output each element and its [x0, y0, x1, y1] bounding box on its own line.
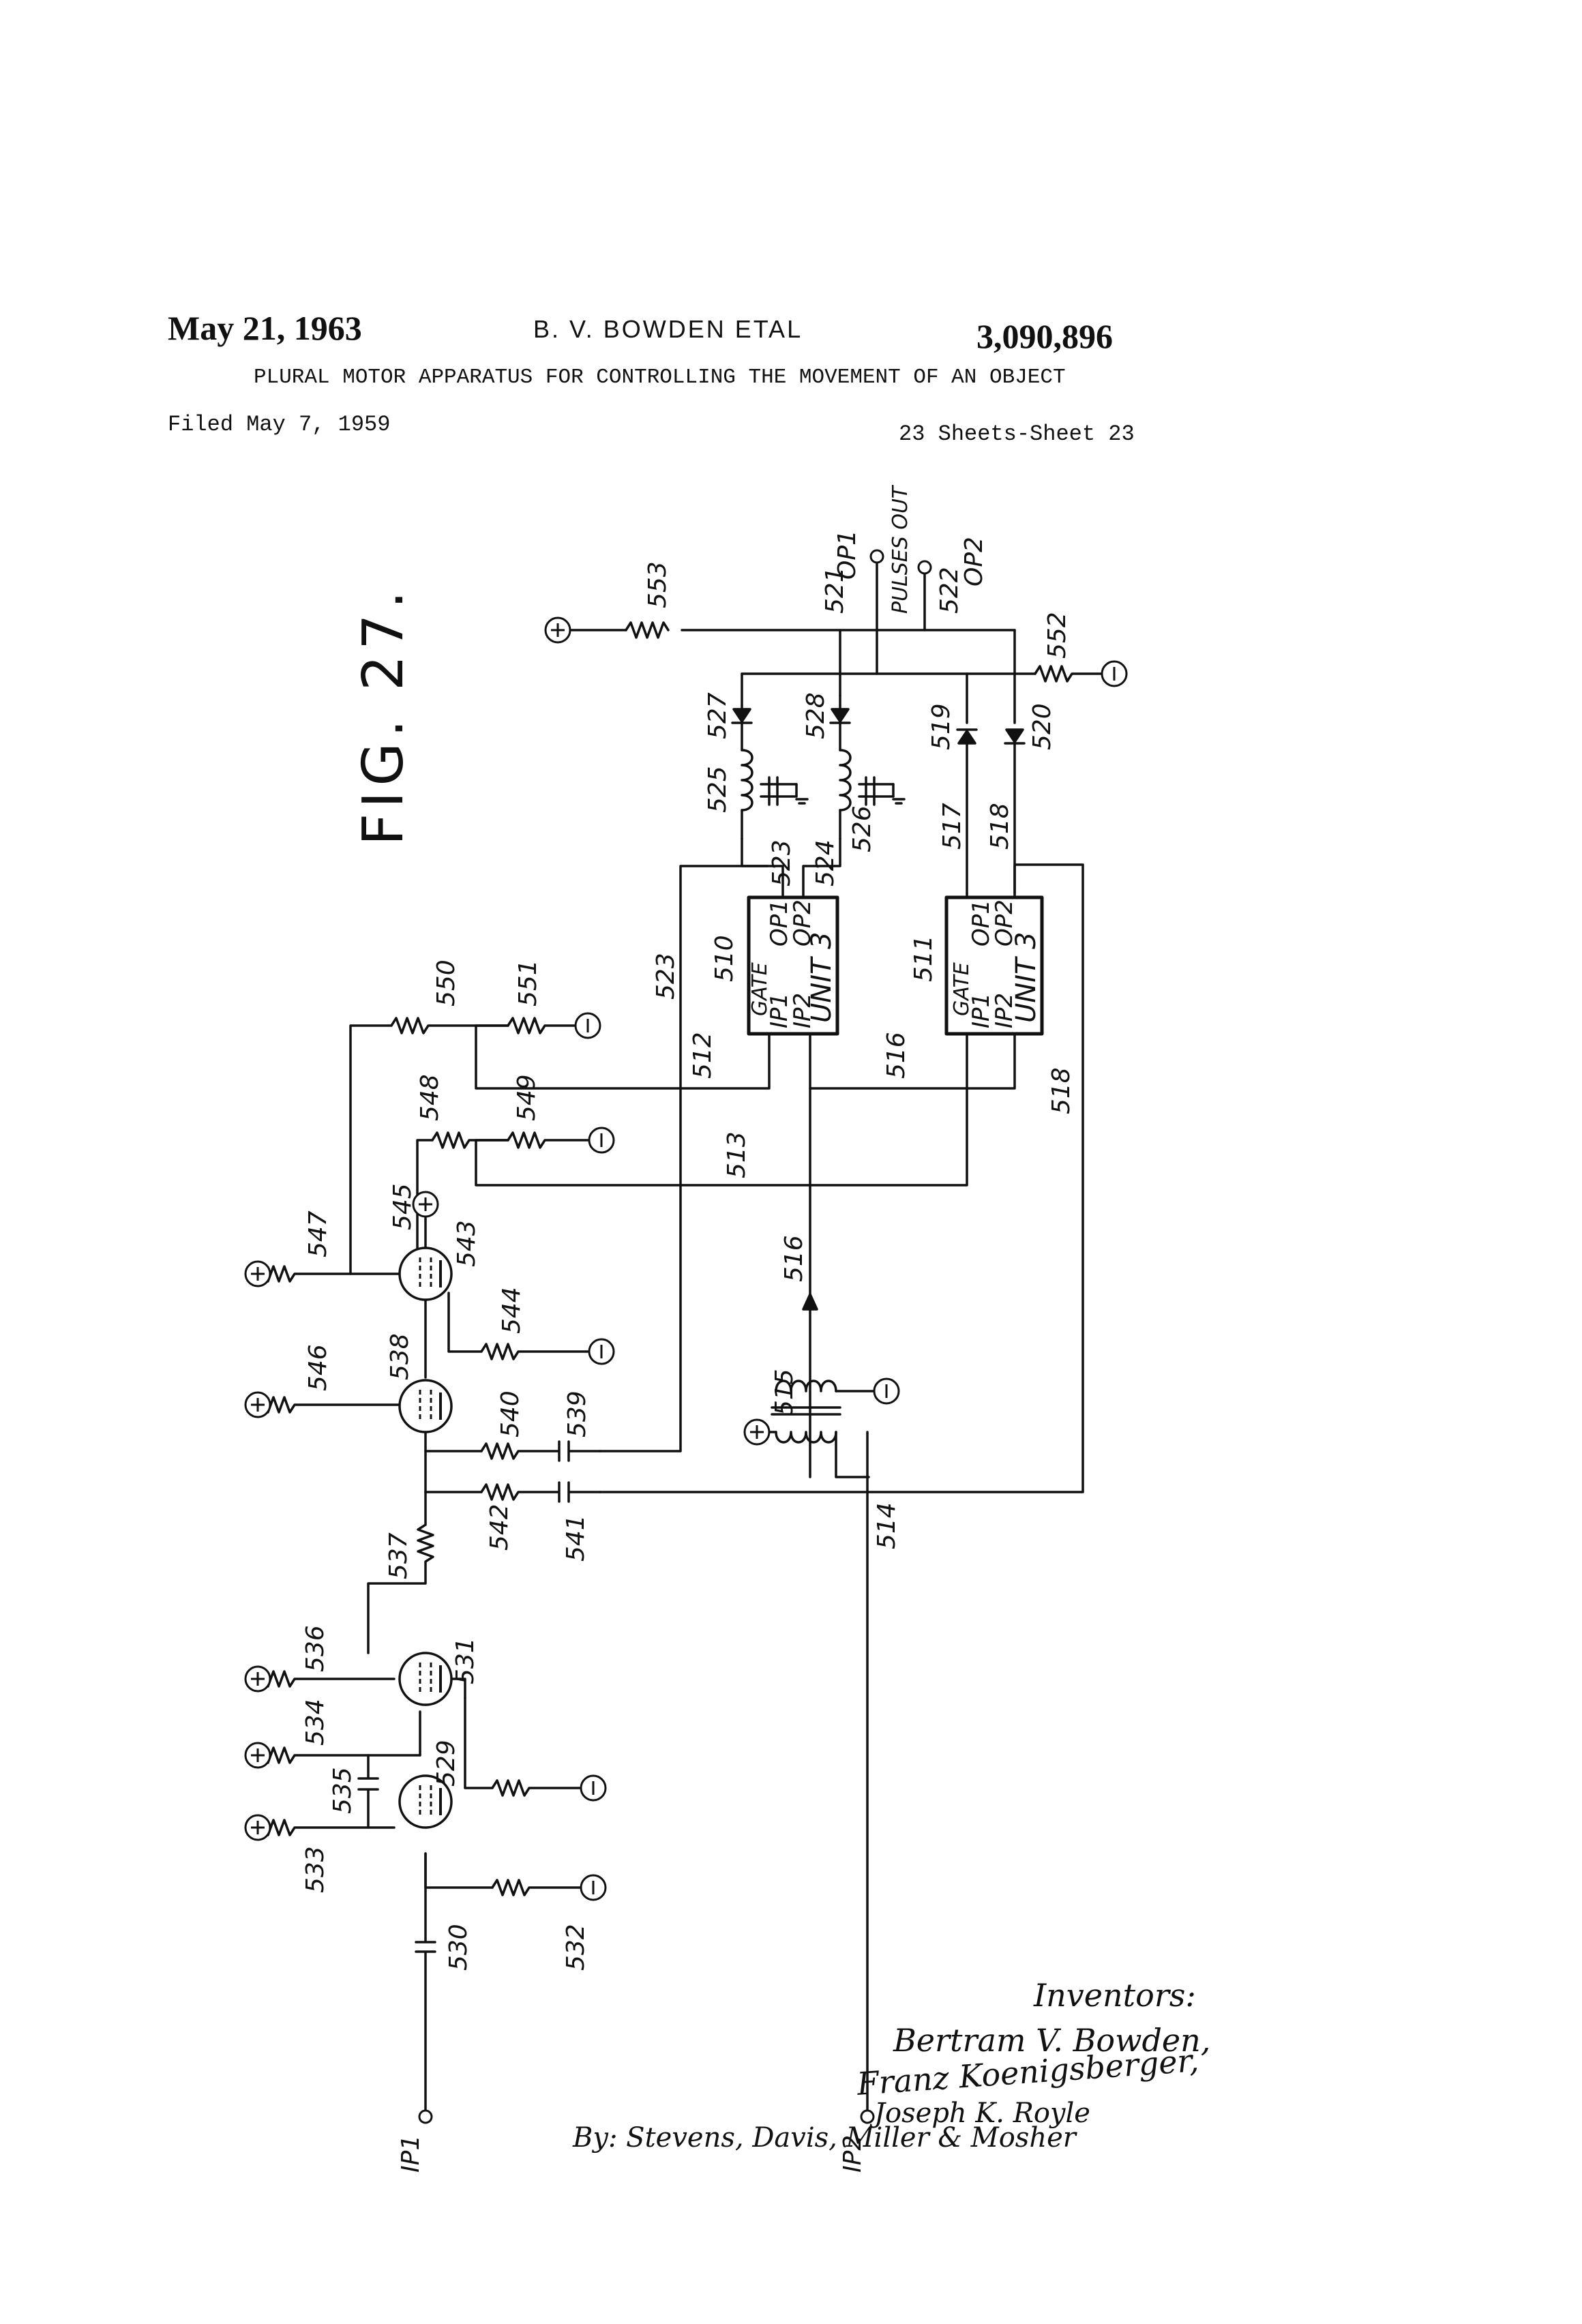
ref-517: 517 [938, 803, 966, 850]
ref-516-a: 516 [882, 1032, 910, 1079]
ref-542: 542 [486, 1504, 513, 1551]
ref-527: 527 [704, 692, 732, 739]
ref-531: 531 [451, 1637, 479, 1684]
ref-552: 552 [1043, 612, 1071, 659]
terminal-op2: OP2 [960, 537, 988, 586]
unit-top-ip2: IP2 [789, 993, 816, 1028]
ref-513: 513 [723, 1131, 751, 1178]
ref-533: 533 [301, 1846, 329, 1893]
unit-labels: UNIT 3 GATE IP1 IP2 OP1 OP2 UNIT 3 GATE … [748, 899, 1042, 1028]
inventors-heading: Inventors: [1033, 1977, 1196, 2014]
ref-520: 520 [1028, 703, 1056, 750]
attorneys: By: Stevens, Davis, Miller & Mosher [572, 2122, 1078, 2154]
ref-510: 510 [711, 935, 738, 982]
ref-548: 548 [416, 1074, 444, 1121]
ref-540: 540 [496, 1390, 524, 1437]
ref-526: 526 [848, 805, 876, 852]
ref-549: 549 [513, 1074, 541, 1121]
ref-536: 536 [301, 1625, 329, 1672]
pulses-out-label: PULSES OUT [889, 484, 912, 614]
ref-534: 534 [301, 1699, 329, 1746]
ref-518-a: 518 [986, 803, 1014, 850]
ref-515: 515 [771, 1369, 799, 1416]
ref-546: 546 [304, 1344, 332, 1391]
ref-514: 514 [873, 1502, 901, 1549]
ref-545: 545 [389, 1183, 417, 1230]
ref-539: 539 [563, 1390, 591, 1437]
ref-532: 532 [562, 1924, 590, 1971]
terminal-labels: IP1 IP2 OP1 OP2 [397, 530, 988, 2173]
ref-550: 550 [432, 959, 460, 1007]
unit-top-op2: OP2 [789, 899, 816, 947]
ref-511: 511 [910, 935, 938, 982]
ref-530: 530 [445, 1924, 473, 1971]
terminal-ip1: IP1 [397, 2135, 425, 2173]
ref-521: 521 [821, 567, 849, 614]
signature-block: Inventors: Bertram V. Bowden, Franz Koen… [572, 1977, 1210, 2154]
ref-524: 524 [811, 839, 839, 887]
ref-551: 551 [514, 959, 542, 1007]
ref-547: 547 [304, 1210, 332, 1257]
figure-label: FIG. 27. [351, 586, 416, 846]
ref-544: 544 [498, 1287, 526, 1334]
ref-525: 525 [704, 766, 732, 813]
ref-519: 519 [927, 703, 955, 750]
ref-529: 529 [432, 1740, 460, 1787]
ref-523-b: 523 [652, 953, 680, 1000]
ref-523-a: 523 [768, 839, 796, 887]
ref-518-b: 518 [1047, 1067, 1075, 1114]
ref-512: 512 [689, 1032, 717, 1079]
unit-bottom-op2: OP2 [991, 899, 1018, 947]
ref-516-b: 516 [780, 1235, 808, 1282]
unit-bottom-ip2: IP2 [991, 993, 1018, 1028]
ref-543: 543 [453, 1220, 481, 1267]
ref-522: 522 [936, 567, 964, 614]
ref-538: 538 [386, 1333, 414, 1380]
ref-528: 528 [802, 692, 830, 739]
ref-535: 535 [329, 1767, 357, 1814]
ref-541: 541 [562, 1515, 590, 1562]
ref-553: 553 [644, 561, 672, 608]
ref-537: 537 [385, 1532, 413, 1579]
